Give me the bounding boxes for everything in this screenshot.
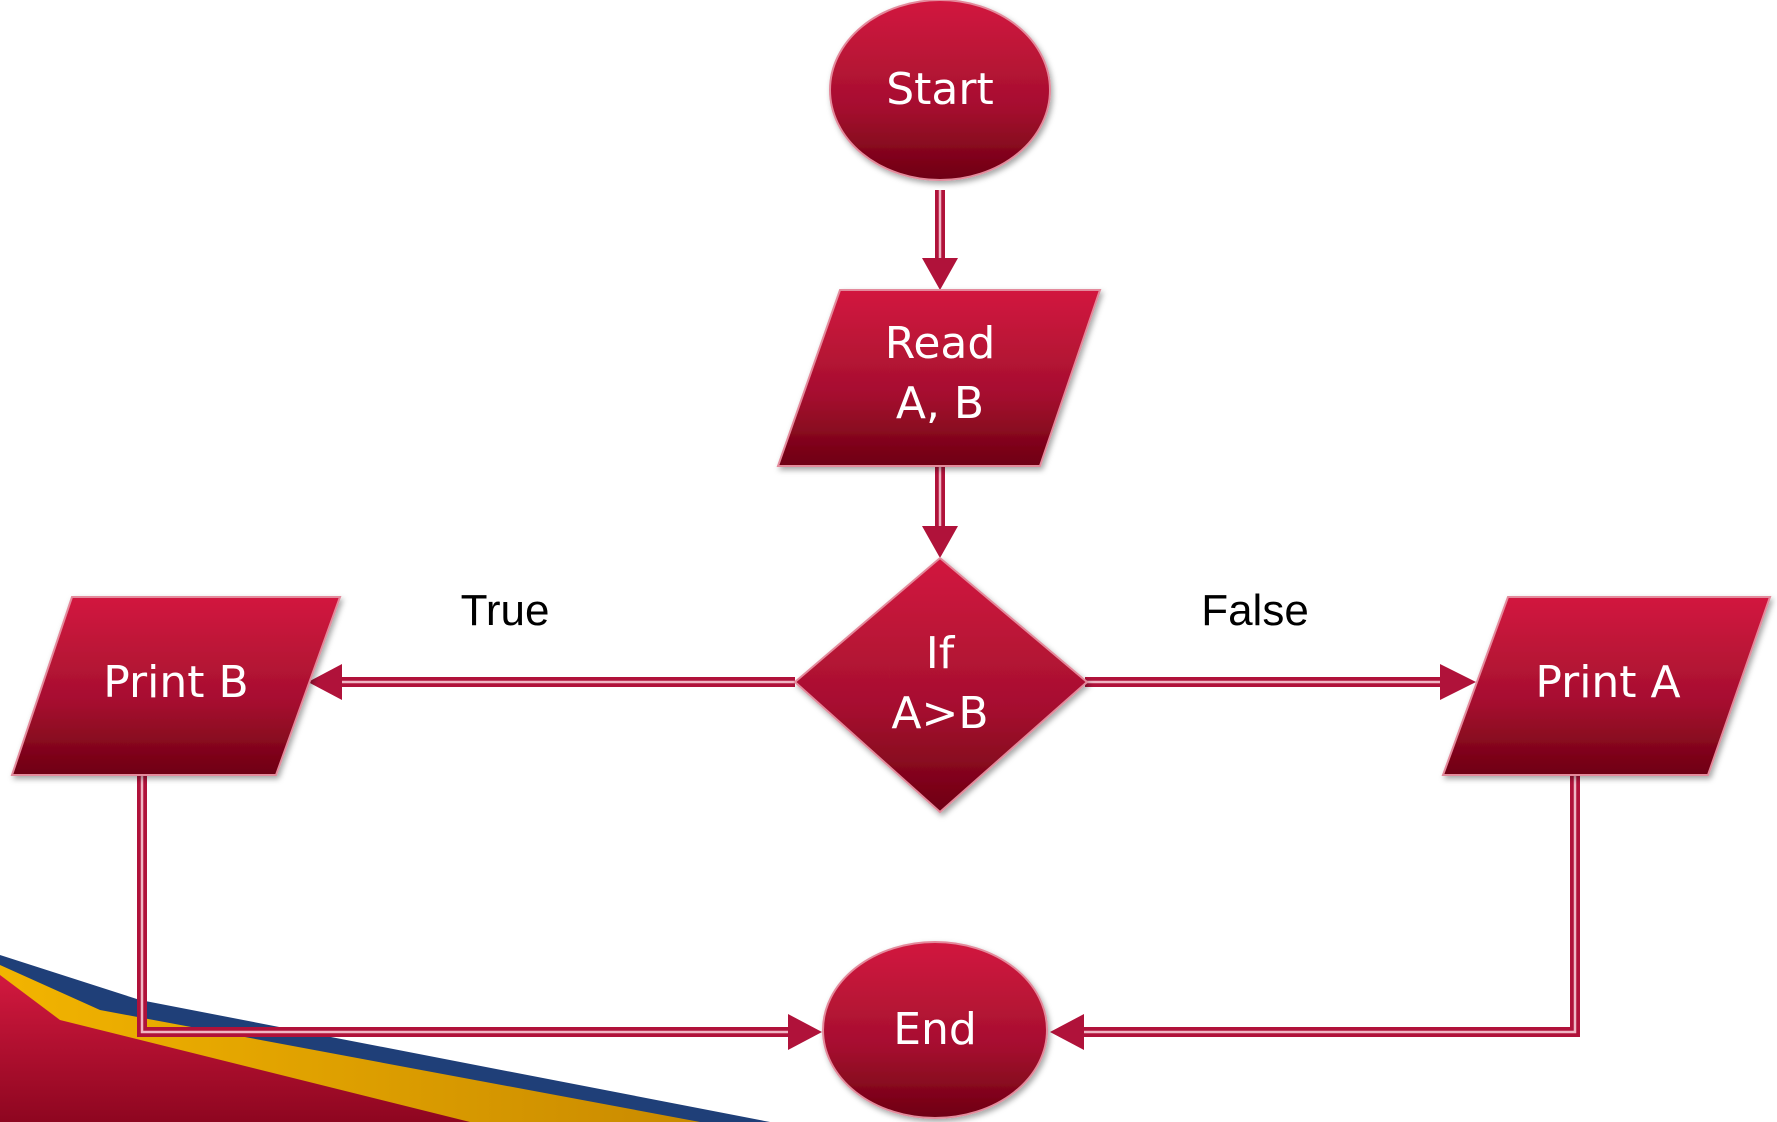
node-decision: If A>B: [793, 556, 1089, 814]
node-print-a: Print A: [1441, 596, 1772, 776]
node-end-label: End: [893, 1004, 977, 1055]
edge-label-false: False: [1201, 586, 1309, 635]
node-read-line1: Read: [885, 318, 996, 369]
connector-decision-to-print-a: [1085, 664, 1476, 700]
node-read-input: Read A, B: [776, 289, 1102, 467]
node-decision-line2: A>B: [891, 688, 988, 739]
node-decision-line1: If: [926, 628, 956, 679]
connector-print-a-to-end: [1050, 775, 1580, 1050]
connectors: [137, 190, 1580, 1050]
node-print-b: Print B: [10, 596, 342, 776]
connector-decision-to-print-b: [308, 664, 795, 700]
connector-read-to-decision: [922, 466, 958, 558]
node-end: End: [822, 941, 1048, 1119]
decorative-corner-band: [0, 955, 770, 1122]
node-print-b-label: Print B: [103, 657, 248, 708]
edge-label-true: True: [461, 586, 550, 635]
connector-print-b-to-end: [137, 775, 822, 1050]
node-start-label: Start: [886, 64, 994, 115]
node-start: Start: [829, 0, 1051, 181]
node-print-a-label: Print A: [1535, 657, 1680, 708]
node-read-line2: A, B: [896, 378, 984, 429]
connector-start-to-read: [922, 190, 958, 290]
